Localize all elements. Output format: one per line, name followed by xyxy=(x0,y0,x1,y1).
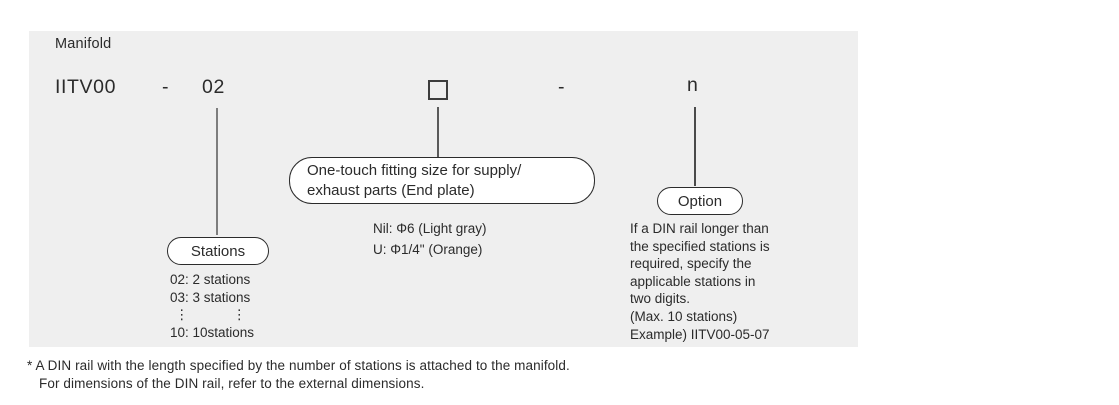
fitting-code-placeholder-box xyxy=(428,80,448,100)
stations-list: 02: 2 stations 03: 3 stations ⋮⋮ 10: 10s… xyxy=(170,271,254,341)
stations-row-02: 02: 2 stations xyxy=(170,272,251,287)
option-callout-label: Option xyxy=(677,192,723,210)
stations-callout-label: Stations xyxy=(190,242,246,260)
footnote-line-1: * A DIN rail with the length specified b… xyxy=(27,358,570,373)
fitting-option-u: U: Φ1/4" (Orange) xyxy=(373,241,483,257)
fitting-option-nil: Nil: Φ6 (Light gray) xyxy=(373,221,487,236)
stations-connector-line xyxy=(216,108,218,235)
fitting-connector-line xyxy=(437,107,439,158)
part-number-separator-1: - xyxy=(162,76,170,98)
fitting-options-list: Nil: Φ6 (Light gray) U: Φ1/4" (Orange) xyxy=(373,219,487,260)
option-connector-line xyxy=(694,107,696,186)
ellipsis-icon: ⋮ xyxy=(175,307,189,322)
option-callout-bubble: Option xyxy=(657,187,743,215)
part-number-separator-2: - xyxy=(558,76,566,98)
fitting-size-callout-bubble: One-touch fitting size for supply/ exhau… xyxy=(289,157,595,204)
part-number-option-code: n xyxy=(687,74,699,96)
option-description: If a DIN rail longer than the specified … xyxy=(630,221,770,342)
ellipsis-icon: ⋮ xyxy=(232,307,247,322)
stations-row-10: 10: 10stations xyxy=(170,324,255,340)
stations-ellipsis-row: ⋮⋮ xyxy=(170,306,254,324)
stations-callout-bubble: Stations xyxy=(167,237,269,265)
part-number-prefix: IITV00 xyxy=(55,76,117,98)
fitting-size-callout-label: One-touch fitting size for supply/ exhau… xyxy=(307,161,522,199)
footnote-line-2: For dimensions of the DIN rail, refer to… xyxy=(39,376,425,391)
part-number-stations-code: 02 xyxy=(202,76,225,98)
stations-row-03: 03: 3 stations xyxy=(170,289,251,305)
panel-title: Manifold xyxy=(55,36,112,52)
